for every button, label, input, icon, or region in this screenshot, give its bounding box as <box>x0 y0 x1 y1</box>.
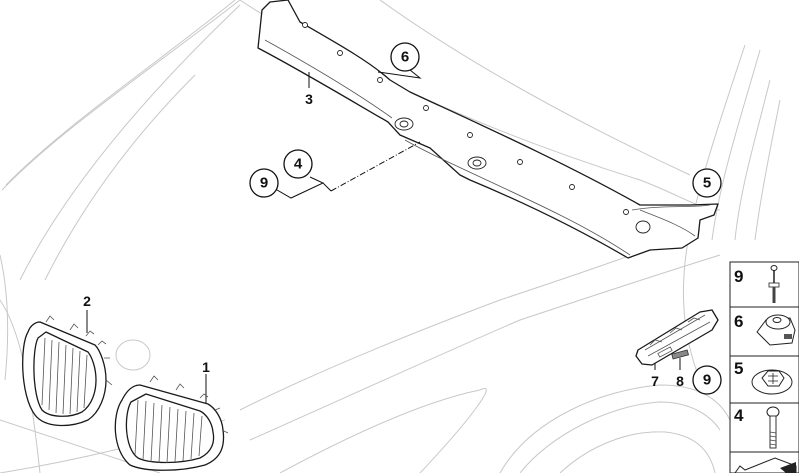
kidney-grille-left[interactable] <box>22 315 113 427</box>
legend-row-6[interactable]: 6 <box>734 312 796 346</box>
legend-row-4[interactable]: 4 <box>734 406 780 449</box>
label-part-7[interactable]: 7 <box>651 373 659 389</box>
nut-icon <box>751 369 793 395</box>
svg-text:5: 5 <box>734 359 743 378</box>
grille-slats <box>41 337 88 415</box>
callout-9-left[interactable]: 9 <box>249 168 279 198</box>
label-part-2[interactable]: 2 <box>83 293 91 309</box>
side-grille-part[interactable] <box>635 309 719 366</box>
svg-text:6: 6 <box>734 312 743 331</box>
badge-part[interactable] <box>671 349 689 360</box>
svg-text:9: 9 <box>734 267 743 286</box>
clip-nut-icon <box>756 314 796 346</box>
label-part-1[interactable]: 1 <box>202 359 210 375</box>
hardware-legend: 9 6 5 <box>729 261 799 473</box>
label-part-3[interactable]: 3 <box>305 91 313 107</box>
legend-row-wedge[interactable] <box>734 457 797 473</box>
grille-slats <box>134 399 203 464</box>
svg-text:4: 4 <box>734 406 744 425</box>
legend-row-5[interactable]: 5 <box>734 359 793 395</box>
callout-5[interactable]: 5 <box>692 168 722 198</box>
label-part-8[interactable]: 8 <box>676 373 684 389</box>
svg-text:4: 4 <box>294 156 303 173</box>
svg-text:9: 9 <box>703 372 711 389</box>
legend-row-9[interactable]: 9 <box>734 265 780 304</box>
screw-icon <box>766 406 780 449</box>
rivet-icon <box>768 265 780 303</box>
callout-6[interactable]: 6 <box>390 42 420 72</box>
wedge-icon <box>734 457 797 473</box>
svg-text:6: 6 <box>401 49 409 66</box>
cowl-panel-part[interactable] <box>257 0 719 259</box>
svg-text:9: 9 <box>260 175 268 192</box>
callout-9-right[interactable]: 9 <box>692 365 722 395</box>
svg-text:5: 5 <box>703 175 711 192</box>
callout-4[interactable]: 4 <box>283 149 313 179</box>
kidney-grille-right[interactable] <box>114 375 229 471</box>
